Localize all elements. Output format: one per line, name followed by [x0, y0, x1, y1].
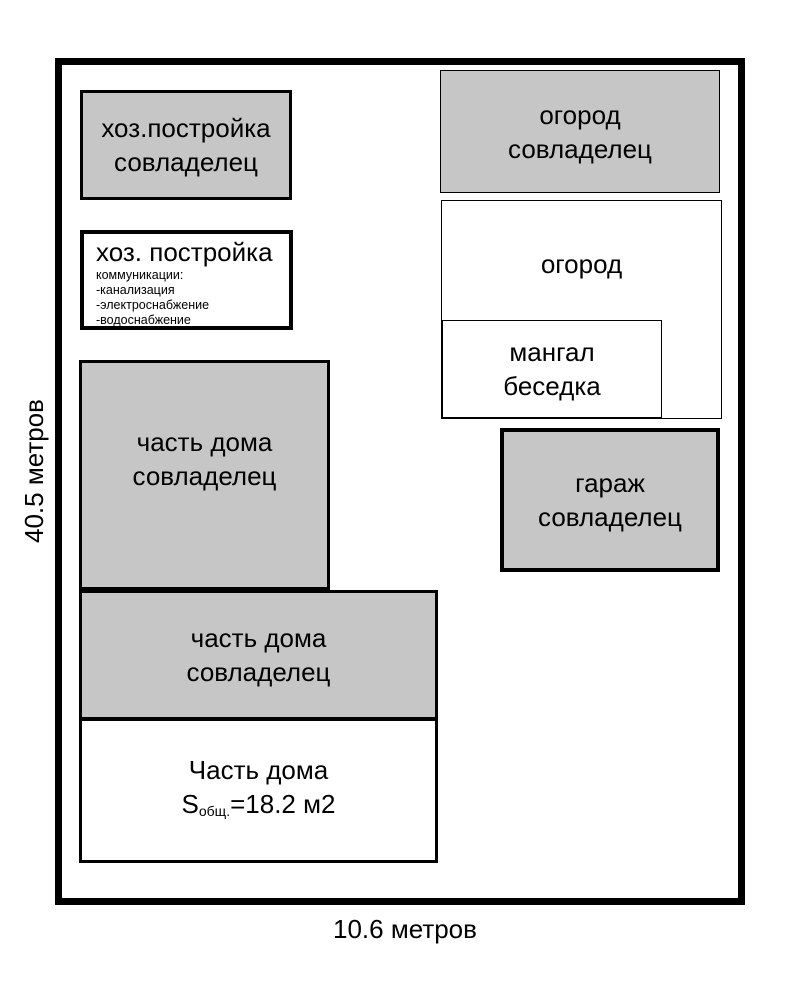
garden-coowner-box: огород совладелец	[440, 70, 720, 193]
house-part-coowner-lower-line2: совладелец	[186, 657, 331, 687]
bbq-gazebo-line2: беседка	[503, 371, 601, 401]
area-symbol-subscript: общ.	[198, 803, 231, 819]
house-part-main-line1: Часть дома	[188, 755, 329, 785]
plot-width-label: 10.6 метров	[333, 914, 477, 944]
plot-height-label: 40.5 метров	[19, 399, 49, 543]
garage-coowner-line2: совладелец	[538, 502, 682, 532]
outbuilding-coowner-label-line1: хоз.постройка	[101, 113, 271, 143]
house-part-coowner-upper-line2: совладелец	[132, 461, 277, 491]
house-part-main-area-line: Sобщ.=18.2 м2	[182, 787, 336, 828]
house-part-coowner-lower-box: часть дома совладелец	[79, 590, 438, 720]
area-symbol: S	[181, 789, 199, 819]
outbuilding-main-utility-electricity: -электроснабжение	[96, 298, 210, 312]
garden-coowner-line2: совладелец	[508, 133, 652, 164]
garage-coowner-box: гараж совладелец	[500, 428, 720, 572]
outbuilding-main-utility-water: -водоснабжение	[96, 313, 191, 327]
outbuilding-main-box: хоз. постройка коммуникации: -канализаци…	[80, 230, 293, 330]
area-value: =18.2 м2	[230, 789, 336, 819]
outbuilding-main-utility-sewage: -канализация	[96, 283, 175, 297]
bbq-gazebo-line1: мангал	[509, 337, 595, 367]
outbuilding-coowner-label-line2: совладелец	[114, 147, 258, 177]
house-part-coowner-upper-line1: часть дома	[136, 427, 273, 457]
bbq-gazebo-box: мангал беседка	[442, 320, 662, 418]
outbuilding-main-utilities-heading: коммуникации:	[96, 268, 184, 282]
garden-main-label: огород	[540, 249, 623, 279]
outbuilding-main-title: хоз. постройка	[96, 237, 273, 267]
house-part-coowner-upper-box: часть дома совладелец	[79, 360, 330, 590]
garage-coowner-line1: гараж	[575, 468, 645, 498]
garden-coowner-line1: огород	[539, 99, 621, 130]
house-part-main-box: Часть дома Sобщ.=18.2 м2	[79, 718, 438, 863]
outbuilding-coowner-box: хоз.постройка совладелец	[80, 90, 292, 200]
house-part-coowner-lower-line1: часть дома	[190, 623, 327, 653]
